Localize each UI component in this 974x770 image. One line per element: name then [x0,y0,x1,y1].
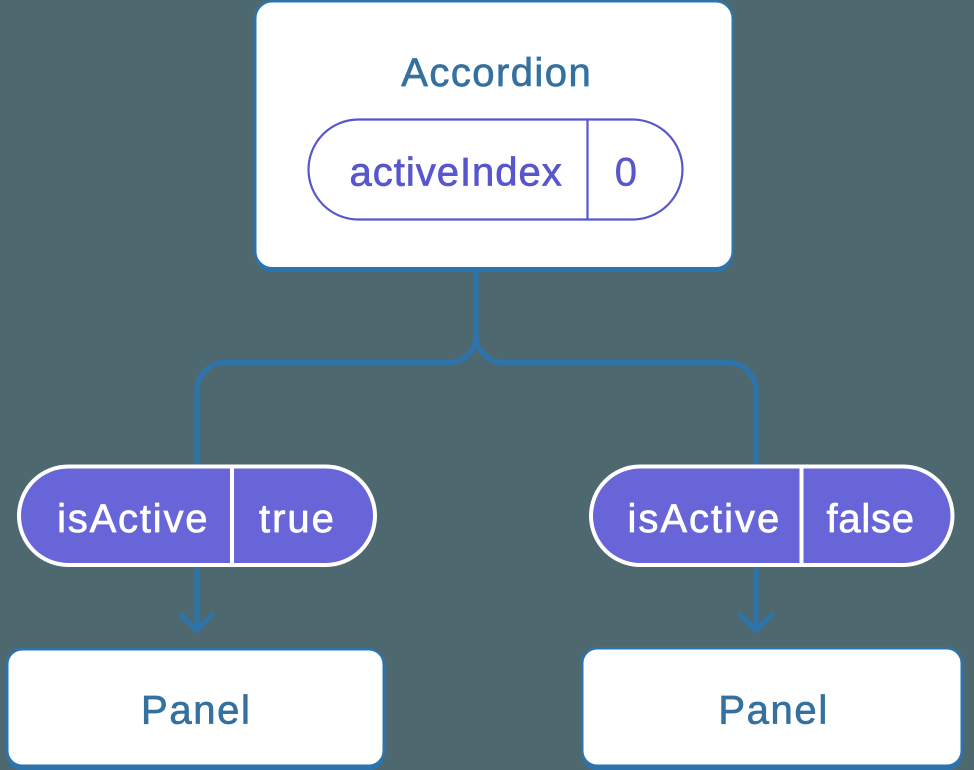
svg-text:true: true [259,497,336,541]
svg-text:isActive: isActive [57,497,209,541]
svg-text:activeIndex: activeIndex [349,151,562,195]
svg-text:0: 0 [615,151,637,195]
svg-text:Accordion: Accordion [401,51,592,95]
svg-text:false: false [827,497,915,541]
svg-text:Panel: Panel [141,688,252,732]
svg-text:isActive: isActive [627,497,781,541]
svg-text:Panel: Panel [718,689,829,733]
